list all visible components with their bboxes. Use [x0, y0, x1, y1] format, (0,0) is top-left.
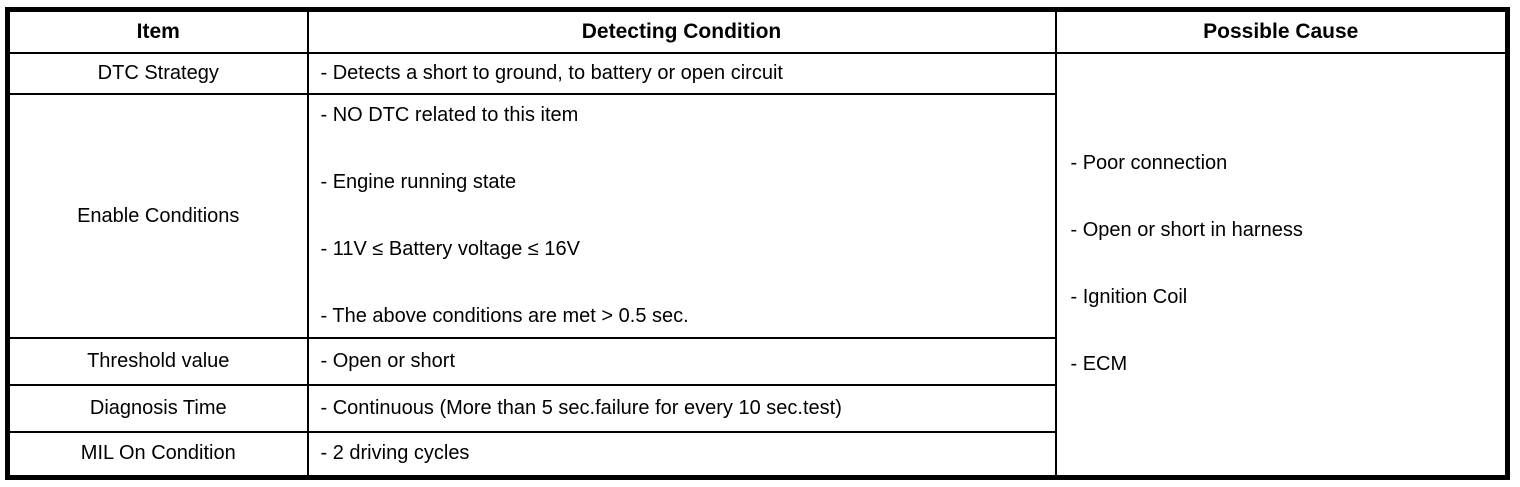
dtc-spec-table: Item Detecting Condition Possible Cause … — [5, 7, 1510, 480]
column-header-possible-cause: Possible Cause — [1054, 8, 1509, 54]
condition-line: - Continuous (More than 5 sec.failure fo… — [320, 397, 842, 419]
table-row: DTC Strategy - Detects a short to ground… — [6, 52, 1509, 478]
item-enable-conditions: Enable Conditions — [6, 93, 309, 339]
table-row: Diagnosis Time - Continuous (More than 5… — [6, 384, 1508, 433]
column-header-detecting-condition: Detecting Condition — [306, 8, 1057, 54]
cause-line: - Ignition Coil — [1070, 286, 1188, 309]
cause-line: - Poor connection — [1070, 152, 1228, 175]
condition-cell-enable-conditions: - NO DTC related to this item - Engine r… — [306, 93, 1057, 339]
condition-line: - Detects a short to ground, to battery … — [320, 62, 783, 84]
condition-cell-diagnosis-time: - Continuous (More than 5 sec.failure fo… — [306, 384, 1057, 433]
cause-line: - Open or short in harness — [1070, 219, 1303, 242]
table-row: MIL On Condition - 2 driving cycles — [6, 431, 1508, 478]
possible-cause-cell: - Poor connection - Open or short in har… — [1054, 52, 1509, 478]
condition-line: - Engine running state — [320, 171, 517, 193]
table-header-row: Item Detecting Condition Possible Cause — [6, 8, 1509, 54]
table-row: Enable Conditions - NO DTC related to th… — [6, 93, 1508, 339]
item-mil-on-condition: MIL On Condition — [6, 431, 309, 478]
condition-line: - 11V ≤ Battery voltage ≤ 16V — [320, 238, 581, 260]
table-row: Threshold value - Open or short — [6, 337, 1508, 386]
condition-line: - NO DTC related to this item — [320, 104, 579, 126]
condition-cell-mil-on-condition: - 2 driving cycles — [306, 431, 1057, 478]
condition-cell-threshold-value: - Open or short — [306, 337, 1057, 386]
column-header-item: Item — [6, 8, 309, 54]
item-threshold-value: Threshold value — [6, 337, 309, 386]
condition-line: - 2 driving cycles — [320, 442, 470, 465]
condition-line: - The above conditions are met > 0.5 sec… — [320, 305, 689, 327]
item-diagnosis-time: Diagnosis Time — [6, 384, 309, 433]
item-dtc-strategy: DTC Strategy — [6, 52, 309, 95]
cause-line: - ECM — [1070, 353, 1128, 376]
condition-line: - Open or short — [320, 350, 456, 372]
condition-cell-dtc-strategy: - Detects a short to ground, to battery … — [306, 52, 1057, 95]
